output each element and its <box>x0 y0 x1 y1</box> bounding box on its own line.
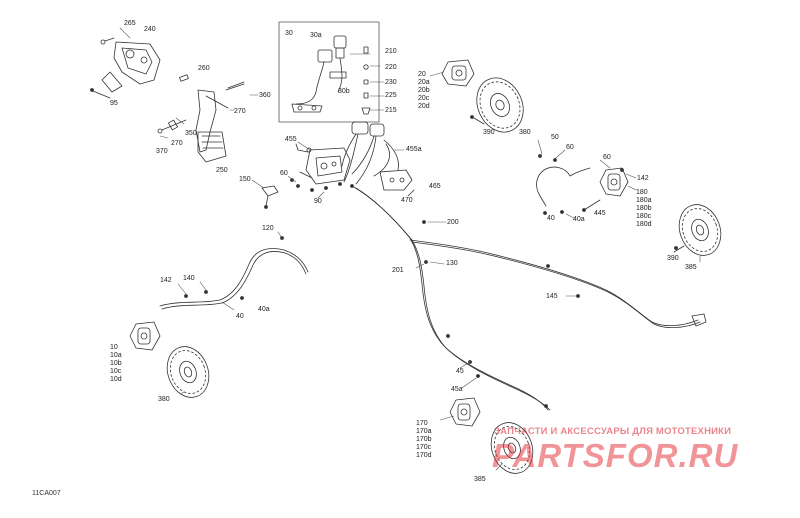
main-brake-line <box>351 185 707 411</box>
callout-201: 201 <box>392 267 404 274</box>
right-caliper-180 <box>536 154 629 215</box>
callout-50: 50 <box>551 134 559 141</box>
callout-210: 210 <box>385 48 397 55</box>
callout-stack-170: 170 170a 170b 170c 170d <box>416 420 432 460</box>
front-left-line <box>159 236 309 310</box>
callout-60-right-b: 60 <box>603 154 611 161</box>
callout-20d: 20d <box>418 103 430 110</box>
callout-180d: 180d <box>636 221 652 228</box>
leader-lines <box>119 27 701 471</box>
callout-20c: 20c <box>418 95 430 102</box>
callout-170c: 170c <box>416 444 432 451</box>
callout-445: 445 <box>594 210 606 217</box>
callout-10c: 10c <box>110 368 122 375</box>
callout-385-rear: 385 <box>474 476 486 483</box>
callout-370: 370 <box>156 148 168 155</box>
diagram-code: 11CA007 <box>32 490 61 497</box>
callout-150: 150 <box>239 176 251 183</box>
callout-10: 10 <box>110 344 118 351</box>
callout-20a: 20a <box>418 79 430 86</box>
callout-stack-180: 180 180a 180b 180c 180d <box>636 189 652 229</box>
callout-90: 90 <box>314 198 322 205</box>
callout-180: 180 <box>636 189 648 196</box>
pedal-bracket-assembly <box>90 37 245 109</box>
master-cylinder <box>295 121 399 185</box>
callout-30b: 30b <box>338 88 350 95</box>
rear-caliper <box>449 374 481 427</box>
callout-stack-20: 20 20a 20b 20c 20d <box>418 71 430 111</box>
callout-stack-10: 10 10a 10b 10c 10d <box>110 344 122 384</box>
callout-260: 260 <box>198 65 210 72</box>
callout-95: 95 <box>110 100 118 107</box>
fasteners-90 <box>290 178 354 192</box>
callout-142-right: 142 <box>637 175 649 182</box>
callout-455: 455 <box>285 136 297 143</box>
callout-180c: 180c <box>636 213 652 220</box>
right-disc <box>673 204 722 256</box>
front-left-caliper <box>129 321 161 351</box>
callout-120: 120 <box>262 225 274 232</box>
callout-270-upper: 270 <box>234 108 246 115</box>
callout-170a: 170a <box>416 428 432 435</box>
callout-40a-left: 40a <box>258 306 270 313</box>
rear-disc <box>490 422 534 474</box>
callout-180b: 180b <box>636 205 652 212</box>
callout-45a: 45a <box>451 386 463 393</box>
watermark-tagline: ЗАПЧАСТИ И АКСЕССУАРЫ ДЛЯ МОТОТЕХНИКИ <box>494 426 732 437</box>
callout-380-top: 380 <box>519 129 531 136</box>
callout-10a: 10a <box>110 352 122 359</box>
hardware-column <box>361 46 371 115</box>
callout-145: 145 <box>546 293 558 300</box>
callout-130: 130 <box>446 260 458 267</box>
callout-10b: 10b <box>110 360 122 367</box>
callout-30: 30 <box>285 30 293 37</box>
callout-10d: 10d <box>110 376 122 383</box>
front-right-disc <box>470 77 524 133</box>
callout-470: 470 <box>401 197 413 204</box>
callout-390-top: 390 <box>483 129 495 136</box>
callout-20: 20 <box>418 71 426 78</box>
callout-30a: 30a <box>310 32 322 39</box>
watermark-logo: PARTSFOR.RU <box>492 437 739 474</box>
callout-140: 140 <box>183 275 195 282</box>
callout-40-right: 40 <box>547 215 555 222</box>
switch-150 <box>261 185 279 209</box>
callout-40a-right: 40a <box>573 216 585 223</box>
callout-142-left: 142 <box>160 277 172 284</box>
master-cylinder-inset <box>278 21 380 123</box>
mount-bracket <box>379 169 415 197</box>
callout-170d: 170d <box>416 452 432 459</box>
callout-240: 240 <box>144 26 156 33</box>
callout-170b: 170b <box>416 436 432 443</box>
callout-225: 225 <box>385 92 397 99</box>
callout-20b: 20b <box>418 87 430 94</box>
callout-360: 360 <box>259 92 271 99</box>
callout-465: 465 <box>429 183 441 190</box>
brake-pedal <box>157 89 227 163</box>
callout-385-right: 385 <box>685 264 697 271</box>
callout-390-right: 390 <box>667 255 679 262</box>
callout-230: 230 <box>385 79 397 86</box>
callout-45: 45 <box>456 368 464 375</box>
callout-455a: 455a <box>406 146 422 153</box>
front-right-caliper <box>441 59 475 87</box>
callout-270-lower: 270 <box>171 140 183 147</box>
callout-170: 170 <box>416 420 428 427</box>
callout-220: 220 <box>385 64 397 71</box>
callout-200: 200 <box>447 219 459 226</box>
callout-350: 350 <box>185 130 197 137</box>
callout-180a: 180a <box>636 197 652 204</box>
front-left-disc <box>166 346 210 398</box>
callout-60-center: 60 <box>280 170 288 177</box>
callout-265: 265 <box>124 20 136 27</box>
callout-40-left: 40 <box>236 313 244 320</box>
callout-60-right-a: 60 <box>566 144 574 151</box>
callout-380-left: 380 <box>158 396 170 403</box>
callout-250: 250 <box>216 167 228 174</box>
callout-215: 215 <box>385 107 397 114</box>
